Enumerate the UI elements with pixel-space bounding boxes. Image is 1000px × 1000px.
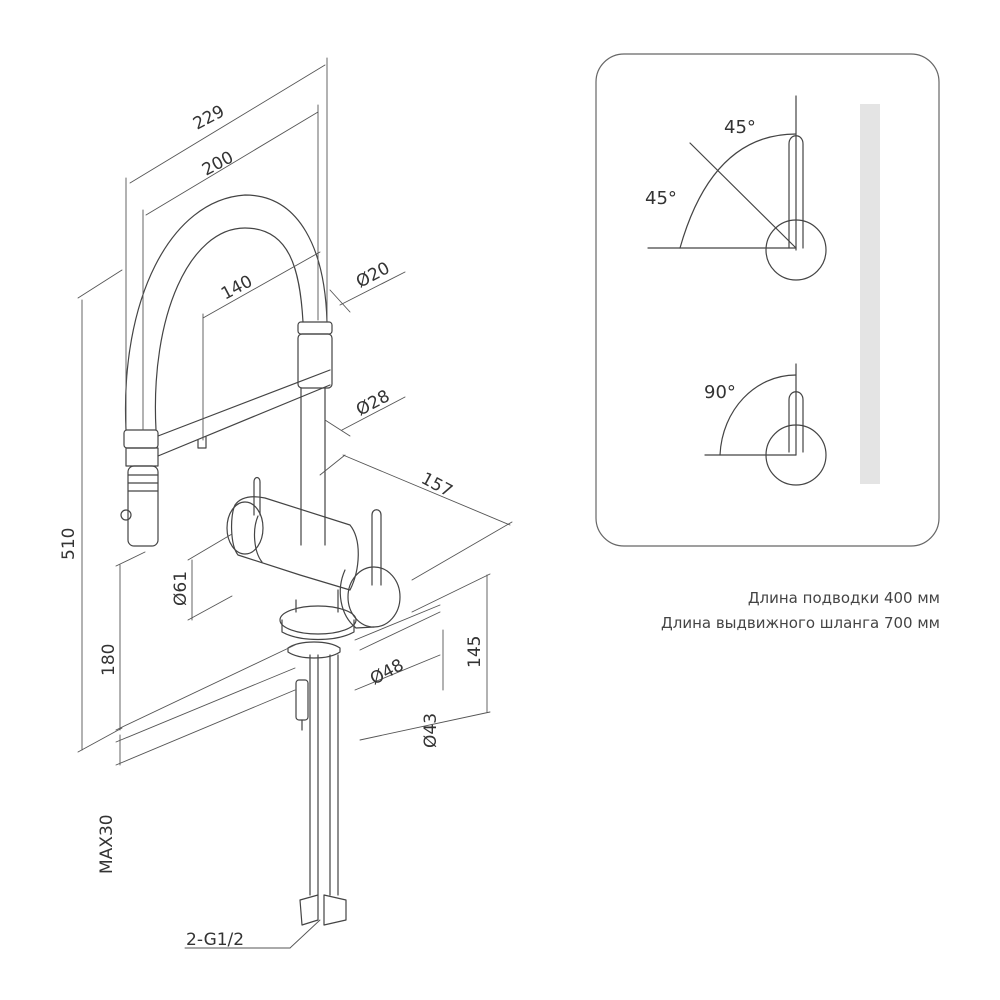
connection-label: 2-G1/2 [186, 930, 244, 950]
dim-229: 229 [190, 102, 228, 135]
dim-200: 200 [199, 148, 237, 181]
dim-180: 180 [99, 644, 119, 676]
dim-145: 145 [465, 636, 485, 668]
angle-panel [595, 53, 940, 547]
dim-max30: MAX30 [97, 814, 117, 874]
dimension-lines [77, 57, 513, 949]
dim-157: 157 [418, 469, 456, 502]
dim-hose-diameter: Ø20 [353, 258, 393, 292]
dim-510: 510 [59, 528, 79, 560]
dim-diameter-43: Ø43 [421, 713, 441, 748]
angle-top-1: 45° [724, 117, 756, 138]
dim-diameter-48: Ø48 [367, 655, 407, 689]
hose-length-note: Длина выдвижного шланга 700 мм [661, 614, 940, 632]
dim-body-diameter: Ø28 [353, 386, 393, 420]
angle-bottom: 90° [704, 382, 736, 403]
dim-140: 140 [218, 272, 256, 305]
dimension-labels: 229 200 140 Ø20 Ø28 157 510 Ø61 180 Ø48 … [59, 102, 756, 950]
angle-top-2: 45° [645, 188, 677, 209]
faucet-outline [120, 194, 401, 926]
spec-notes: Длина подводки 400 мм Длина выдвижного ш… [600, 586, 940, 636]
supply-length-note: Длина подводки 400 мм [747, 589, 940, 607]
dim-diameter-61: Ø61 [171, 571, 191, 606]
